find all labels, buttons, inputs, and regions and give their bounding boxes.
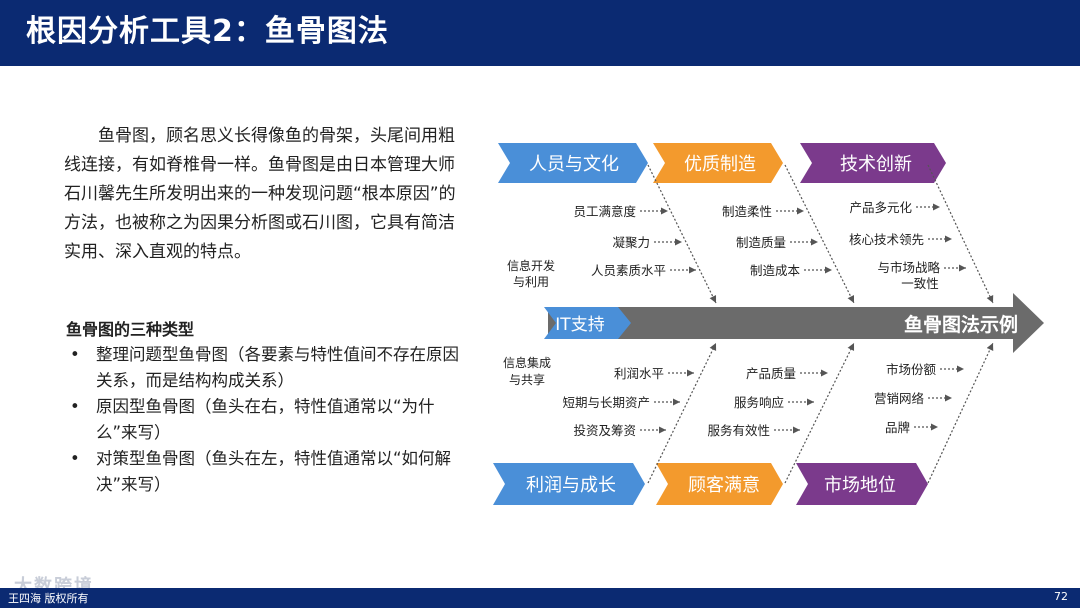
footer-bar: 王四海 版权所有 72 [0,588,1080,608]
cause-label: 营销网络 [874,391,925,406]
bone-bottom-3 [927,342,994,484]
cause-label: 投资及筹资 [573,423,636,438]
list-item: • 整理问题型鱼骨图（各要素与特性值间不存在原因关系，而是结构构成关系） [66,342,466,394]
cause-label: 员工满意度 [573,204,636,219]
list-item-text: 对策型鱼骨图（鱼头在左，特性值通常以“如何解决”来写） [96,449,452,494]
fishbone-diagram: 鱼骨图法示例 IT支持 人员与文化 优质制造 技术创新 利润与成长 顾客满意 市… [493,143,1044,505]
types-heading: 鱼骨图的三种类型 [66,320,195,339]
category-label: 顾客满意 [688,475,760,496]
category-label: 技术创新 [840,154,912,175]
cause-label: 凝聚力 [612,235,650,250]
cause-label: 短期与长期资产 [562,395,650,410]
bullet: • [70,345,80,364]
it-support-chevron [544,307,631,339]
list-item-text: 原因型鱼骨图（鱼头在右，特性值通常以“为什么”来写） [96,397,435,442]
intro-paragraph: 鱼骨图，顾名思义长得像鱼的骨架，头尾间用粗线连接，有如脊椎骨一样。鱼骨图是由日本… [64,126,456,262]
category-label: 优质制造 [684,154,756,175]
bullet: • [70,449,80,468]
cause-label: 产品多元化 [849,200,912,215]
cause-label: 核心技术领先 [849,232,924,247]
category-label: 利润与成长 [526,475,616,496]
bullet: • [70,397,80,416]
category-chevron-market [796,463,928,505]
category-label: 人员与文化 [529,154,619,175]
cause-label: 产品质量 [746,366,796,381]
list-item: • 原因型鱼骨图（鱼头在右，特性值通常以“为什么”来写） [66,394,466,446]
cause-label: 市场份额 [886,362,937,377]
side-note: 信息集成 [503,355,551,370]
cause-label: 服务有效性 [707,423,770,438]
cause-label: 与市场战略 [877,260,940,275]
side-note: 与利用 [513,275,549,289]
category-chevron-innovation [800,143,946,183]
category-chevron-profit [493,463,645,505]
cause-label: 品牌 [885,420,910,435]
types-list: • 整理问题型鱼骨图（各要素与特性值间不存在原因关系，而是结构构成关系） • 原因型… [66,342,466,498]
category-chevron-manufacturing [653,143,783,183]
cause-label: 制造柔性 [722,204,772,219]
cause-label-continued: 一致性 [901,276,939,291]
list-item: • 对策型鱼骨图（鱼头在左，特性值通常以“如何解决”来写） [66,446,466,498]
spine-label: 鱼骨图法示例 [904,313,1018,336]
page-number: 72 [1054,590,1068,603]
cause-label: 服务响应 [734,395,784,410]
category-chevron-people [498,143,648,183]
bone-top-1 [647,164,717,304]
bone-bottom-2 [784,342,855,484]
title-bar: 根因分析工具2：鱼骨图法 [0,0,1080,66]
spine-arrow [548,293,1044,353]
bone-bottom-1 [647,342,717,484]
page-title: 根因分析工具2：鱼骨图法 [26,14,389,49]
category-label: 市场地位 [824,475,896,496]
cause-label: 人员素质水平 [591,263,666,278]
side-note: 与共享 [509,372,545,387]
it-support-label: IT支持 [555,315,604,335]
bone-top-2 [784,164,855,304]
bone-top-3 [927,164,994,304]
cause-label: 利润水平 [614,366,664,381]
cause-label: 制造成本 [750,263,801,278]
intro-section: 鱼骨图，顾名思义长得像鱼的骨架，头尾间用粗线连接，有如脊椎骨一样。鱼骨图是由日本… [64,122,464,267]
cause-label: 制造质量 [736,235,786,250]
copyright-text: 王四海 版权所有 [8,592,89,605]
category-chevron-customer [656,463,783,505]
list-item-text: 整理问题型鱼骨图（各要素与特性值间不存在原因关系，而是结构构成关系） [96,345,459,390]
side-note: 信息开发 [507,258,555,273]
